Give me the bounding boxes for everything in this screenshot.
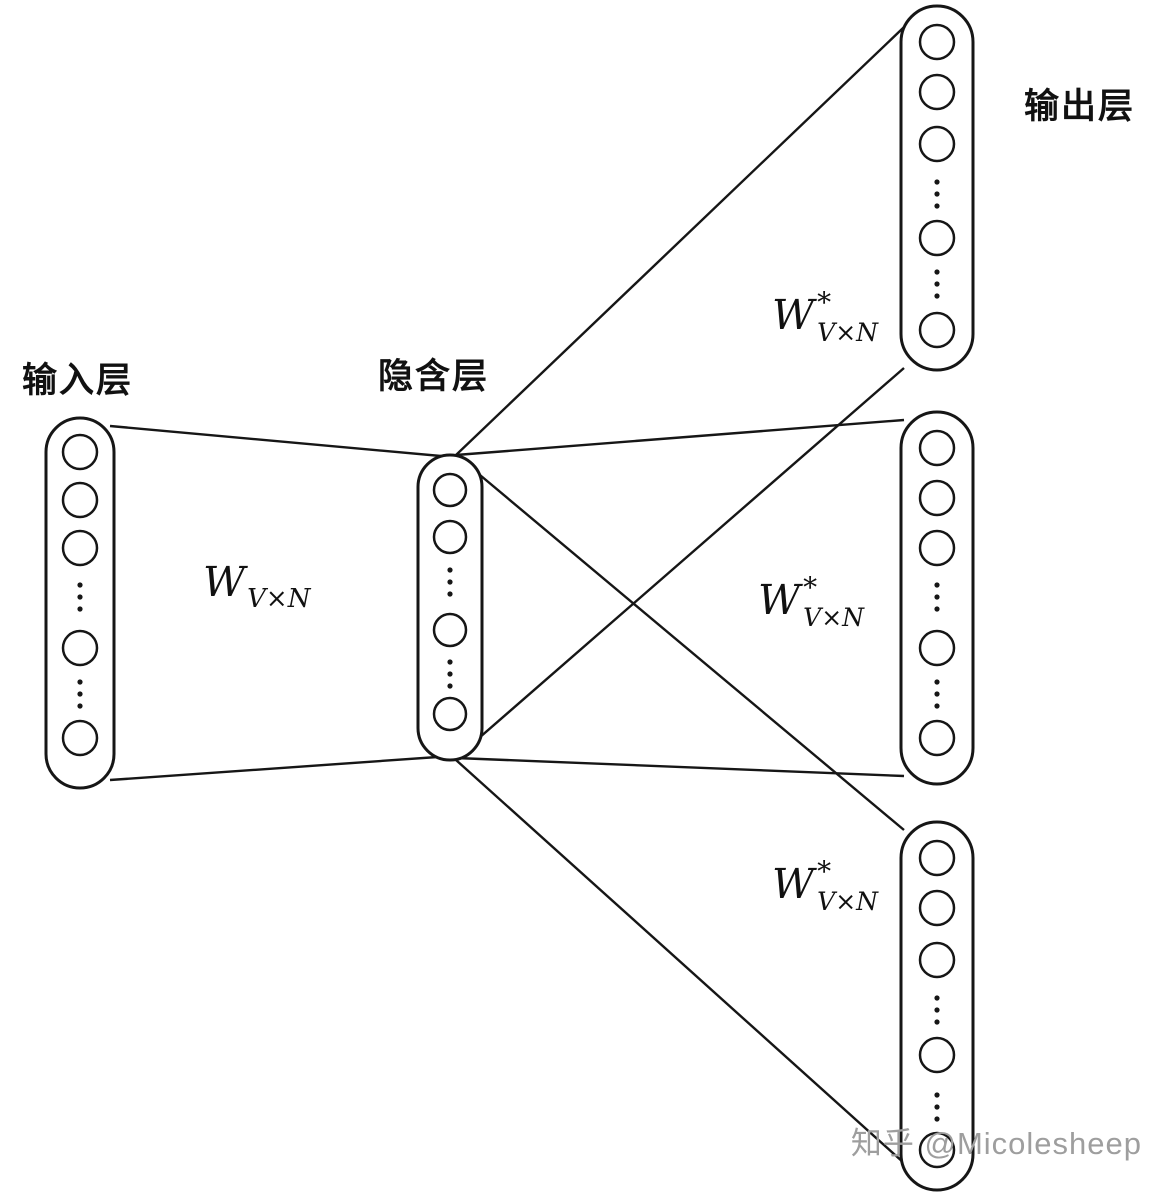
node xyxy=(432,519,468,555)
output-layer-capsule-1 xyxy=(899,4,975,372)
ellipsis-dots xyxy=(934,995,940,1122)
node xyxy=(61,719,99,757)
edge-hidden-output1-top xyxy=(455,7,925,456)
weight-scripts: * V×N xyxy=(817,855,879,916)
weight-label-hidden-output-1: W * V×N xyxy=(772,286,879,347)
edge-hidden-output3-bottom xyxy=(455,759,935,1191)
hidden-layer-capsule xyxy=(416,453,484,762)
weight-scripts: * V×N xyxy=(803,571,865,632)
edge-hidden-output1-bottom xyxy=(455,367,905,759)
connection-lines xyxy=(109,7,935,1191)
weight-symbol: W xyxy=(772,860,815,908)
node xyxy=(61,529,99,567)
ellipsis-dots xyxy=(77,582,83,709)
node xyxy=(918,839,956,877)
hidden-layer-label: 隐含层 xyxy=(378,357,490,396)
weight-superscript: * xyxy=(817,855,832,888)
node xyxy=(432,696,468,732)
node xyxy=(918,311,956,349)
input-layer-capsule xyxy=(44,416,116,790)
weight-subscript: V×N xyxy=(803,603,865,632)
ellipsis-dots xyxy=(934,582,940,709)
node xyxy=(918,23,956,61)
ellipsis-dots xyxy=(934,179,940,299)
node xyxy=(432,472,468,508)
weight-label-hidden-output-2: W * V×N xyxy=(758,571,865,632)
node xyxy=(61,629,99,667)
node xyxy=(61,481,99,519)
weight-subscript: V×N xyxy=(817,887,879,916)
node xyxy=(918,629,956,667)
node xyxy=(918,125,956,163)
weight-label-hidden-output-3: W * V×N xyxy=(772,855,879,916)
node xyxy=(432,612,468,648)
node xyxy=(918,1036,956,1074)
output-layer-capsule-2 xyxy=(899,410,975,786)
output-layer-label: 输出层 xyxy=(1024,87,1136,126)
weight-symbol: W xyxy=(772,291,815,339)
output-layer-capsule-3 xyxy=(899,820,975,1192)
capsule-outline xyxy=(44,416,116,790)
node xyxy=(918,941,956,979)
node xyxy=(918,889,956,927)
node xyxy=(918,479,956,517)
node xyxy=(918,73,956,111)
weight-superscript: * xyxy=(803,571,818,604)
input-layer-label: 输入层 xyxy=(22,361,134,400)
node xyxy=(918,1131,956,1169)
edge-input-hidden-top xyxy=(109,424,453,459)
node xyxy=(918,529,956,567)
ellipsis-dots xyxy=(447,567,453,689)
edge-hidden-output3-top xyxy=(455,454,905,831)
weight-label-input-hidden: W V×N xyxy=(203,558,310,612)
capsule-outline xyxy=(899,4,975,372)
weight-subscript: V×N xyxy=(247,584,311,614)
weight-subscript: V×N xyxy=(817,318,879,347)
capsule-outline xyxy=(899,820,975,1192)
edge-input-hidden-bottom xyxy=(109,754,453,782)
weight-superscript: * xyxy=(817,286,832,319)
weight-scripts: * V×N xyxy=(817,286,879,347)
edge-hidden-output2-top xyxy=(455,418,905,457)
node xyxy=(918,219,956,257)
node xyxy=(918,719,956,757)
watermark: 知乎 @Micolesheep xyxy=(850,1126,1142,1161)
weight-symbol: W xyxy=(758,576,801,624)
node xyxy=(918,429,956,467)
weight-symbol: W xyxy=(203,558,246,606)
edge-hidden-output2-bottom xyxy=(455,756,905,778)
node xyxy=(61,433,99,471)
